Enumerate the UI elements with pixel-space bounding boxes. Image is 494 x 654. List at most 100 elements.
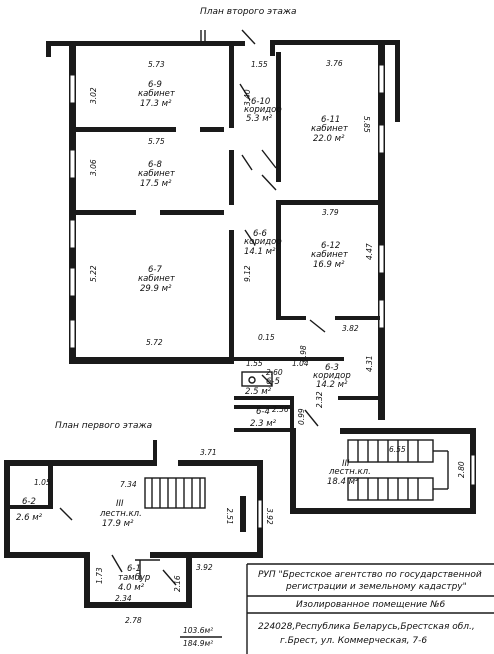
svg-text:6-6: 6-6 <box>253 229 267 239</box>
svg-text:кабинет: кабинет <box>311 124 349 134</box>
dim-label: 6.55 <box>389 445 406 454</box>
dim-label: 0.15 <box>258 333 275 342</box>
dim-label: 0.99 <box>297 408 306 425</box>
dim-label: 2.32 <box>315 391 324 408</box>
svg-text:6-2: 6-2 <box>22 497 36 507</box>
room-6-4-label: 6-4 2.3 м² <box>250 407 277 429</box>
dim-label: 1.55 <box>251 60 268 69</box>
room-stairwell-1-label: III лестн.кл. 17.9 м² <box>99 499 142 529</box>
dim-label: 5.73 <box>148 60 165 69</box>
svg-text:2.6 м²: 2.6 м² <box>16 513 43 523</box>
dim-label: 3.02 <box>89 87 98 104</box>
svg-text:17.9 м²: 17.9 м² <box>102 519 134 529</box>
svg-text:4.0 м²: 4.0 м² <box>118 583 145 593</box>
dim-label: 2.56 <box>272 405 289 414</box>
svg-text:14.1 м²: 14.1 м² <box>244 247 276 257</box>
second-floor-caption: План второго этажа <box>200 7 296 17</box>
first-floor-doors <box>59 507 177 586</box>
room-stairwell-2-label: III лестн.кл. 18.4 м² <box>327 459 371 487</box>
svg-text:6-7: 6-7 <box>148 265 162 275</box>
svg-text:17.5 м²: 17.5 м² <box>140 179 172 189</box>
svg-text:III: III <box>116 499 124 509</box>
dim-label: 4.47 <box>365 243 374 260</box>
svg-text:6-3: 6-3 <box>325 363 339 373</box>
svg-text:коридор: коридор <box>313 371 351 381</box>
svg-text:III: III <box>342 459 350 469</box>
room-6-6-label: 6-6 коридор 14.1 м² <box>244 229 282 257</box>
svg-text:6-9: 6-9 <box>148 80 162 90</box>
svg-text:лестн.кл.: лестн.кл. <box>99 509 142 519</box>
sanitary-fixtures <box>241 371 273 387</box>
svg-text:6-12: 6-12 <box>321 241 340 251</box>
svg-text:16.9 м²: 16.9 м² <box>313 260 345 270</box>
dim-label: 1.04 <box>292 359 309 368</box>
dim-label: 2.34 <box>115 594 132 603</box>
first-floor-caption: План первого этажа <box>55 421 152 431</box>
dim-label: 3.76 <box>326 59 343 68</box>
dim-label: 2.78 <box>125 616 142 625</box>
svg-text:тамбур: тамбур <box>118 573 150 583</box>
svg-text:17.3 м²: 17.3 м² <box>140 99 172 109</box>
room-6-2-label: 6-2 2.6 м² <box>16 497 43 523</box>
dim-label: 3.92 <box>196 563 213 572</box>
dim-label: 3.06 <box>89 159 98 176</box>
svg-text:6-5: 6-5 <box>266 377 280 387</box>
svg-text:29.9 м²: 29.9 м² <box>140 284 172 294</box>
svg-text:кабинет: кабинет <box>138 274 176 284</box>
dim-label: 5.22 <box>89 265 98 282</box>
svg-text:лестн.кл.: лестн.кл. <box>328 467 371 477</box>
dim-label: 3.79 <box>322 208 339 217</box>
first-floor-walls <box>4 440 263 608</box>
address-line-1: 224028,Республика Беларусь,Брестская обл… <box>258 622 475 632</box>
dim-label: 2.80 <box>457 461 466 478</box>
first-floor-stairs <box>135 477 206 580</box>
dim-label: 3.40 <box>243 89 252 106</box>
address-line-2: г.Брест, ул. Коммерческая, 7-6 <box>280 636 427 646</box>
room-6-7-label: 6-7 кабинет 29.9 м² <box>138 265 176 294</box>
dim-label: 5.75 <box>148 137 165 146</box>
svg-text:6-8: 6-8 <box>148 160 162 170</box>
svg-text:22.0 м²: 22.0 м² <box>313 134 345 144</box>
second-floor-dimensions: 5.73 3.02 5.75 3.06 5.22 5.72 1.55 3.40 … <box>89 59 466 478</box>
dim-label: 0.98 <box>299 345 308 362</box>
dim-label: 5.85 <box>362 116 371 133</box>
total-area-top: 103.6м² <box>183 626 213 635</box>
svg-text:2.5 м²: 2.5 м² <box>245 387 272 397</box>
svg-text:кабинет: кабинет <box>311 250 349 260</box>
second-floor-stairs <box>347 439 449 501</box>
room-6-12-label: 6-12 кабинет 16.9 м² <box>311 241 349 270</box>
svg-text:кабинет: кабинет <box>138 89 176 99</box>
svg-text:18.4 м²: 18.4 м² <box>327 477 359 487</box>
room-6-5-label: 6-5 2.5 м² <box>245 377 280 397</box>
dim-label: 4.31 <box>365 355 374 372</box>
dim-label: 7.34 <box>120 480 137 489</box>
area-totals: 103.6м² 184.9м² <box>180 626 222 648</box>
title-block: РУП "Брестское агентство по государствен… <box>246 563 494 654</box>
room-6-3-label: 6-3 коридор 14.2 м² <box>313 363 351 390</box>
svg-text:кабинет: кабинет <box>138 169 176 179</box>
dim-label: 2.16 <box>173 575 182 592</box>
org-line-1: РУП "Брестское агентство по государствен… <box>258 570 482 580</box>
svg-text:6-1: 6-1 <box>127 564 141 574</box>
org-line-2: регистрации и земельному кадастру" <box>285 582 467 592</box>
room-6-10-label: 6-10 коридор 5.3 м² <box>244 97 282 124</box>
svg-text:коридор: коридор <box>244 237 282 247</box>
svg-text:коридор: коридор <box>244 105 282 115</box>
dim-label: 1.05 <box>34 478 51 487</box>
dim-label: 1.73 <box>95 567 104 584</box>
total-area-bottom: 184.9м² <box>183 639 213 648</box>
dim-label: 2.51 <box>225 508 234 525</box>
first-floor-dimensions: 1.05 7.34 2.51 3.92 1.73 2.16 3.92 2.34 … <box>34 478 274 625</box>
dim-label: 1.55 <box>246 359 263 368</box>
room-6-8-label: 6-8 кабинет 17.5 м² <box>138 160 176 189</box>
room-6-11-label: 6-11 кабинет 22.0 м² <box>311 115 349 144</box>
room-6-9-label: 6-9 кабинет 17.3 м² <box>138 80 176 109</box>
svg-text:6-10: 6-10 <box>251 97 270 107</box>
second-floor-walls <box>46 29 476 514</box>
dim-label: 5.72 <box>146 338 163 347</box>
door-swings <box>239 83 326 427</box>
svg-text:6-4: 6-4 <box>256 407 270 417</box>
dim-label: 3.71 <box>200 448 217 457</box>
dim-label: 3.82 <box>342 324 359 333</box>
svg-text:6-11: 6-11 <box>321 115 340 125</box>
